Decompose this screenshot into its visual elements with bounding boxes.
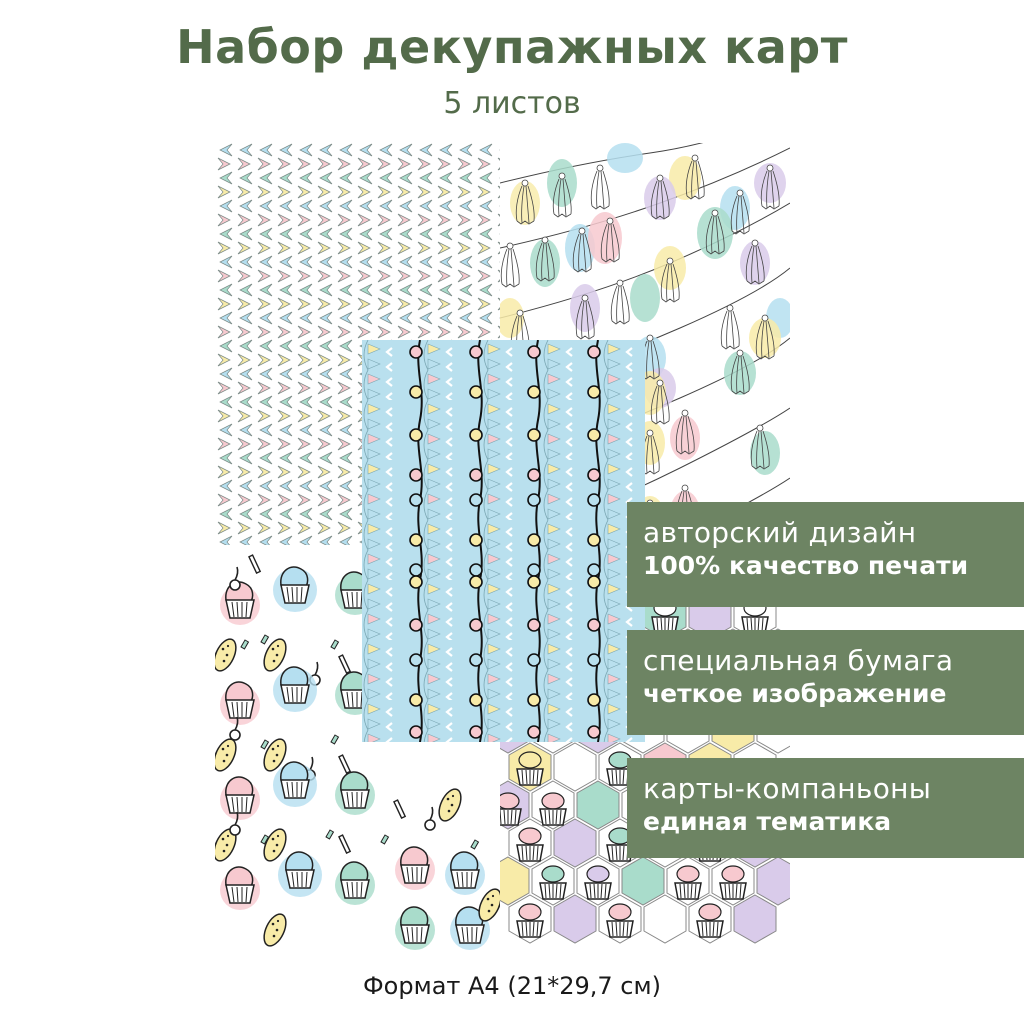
sheet-bunting-garland — [362, 340, 645, 742]
feature-label-paper-line2: четкое изображение — [643, 679, 947, 708]
feature-label-companion-line2: единая тематика — [643, 807, 892, 836]
page-title: Набор декупажных карт — [176, 20, 848, 74]
feature-label-design-line1: авторский дизайн — [643, 516, 917, 549]
feature-label-companion: карты-компаньоны единая тематика — [627, 758, 1024, 858]
feature-label-paper-line1: специальная бумага — [643, 644, 954, 677]
format-caption: Формат А4 (21*29,7 см) — [363, 972, 661, 1000]
feature-label-companion-line1: карты-компаньоны — [643, 772, 932, 805]
garland-pattern-image — [362, 340, 645, 742]
feature-label-paper: специальная бумага четкое изображение — [627, 630, 1024, 735]
feature-label-design-line2: 100% качество печати — [643, 551, 969, 580]
feature-label-design: авторский дизайн 100% качество печати — [627, 502, 1024, 607]
sheet-cupcakes-confetti — [215, 545, 500, 950]
page-subtitle: 5 листов — [443, 86, 581, 121]
